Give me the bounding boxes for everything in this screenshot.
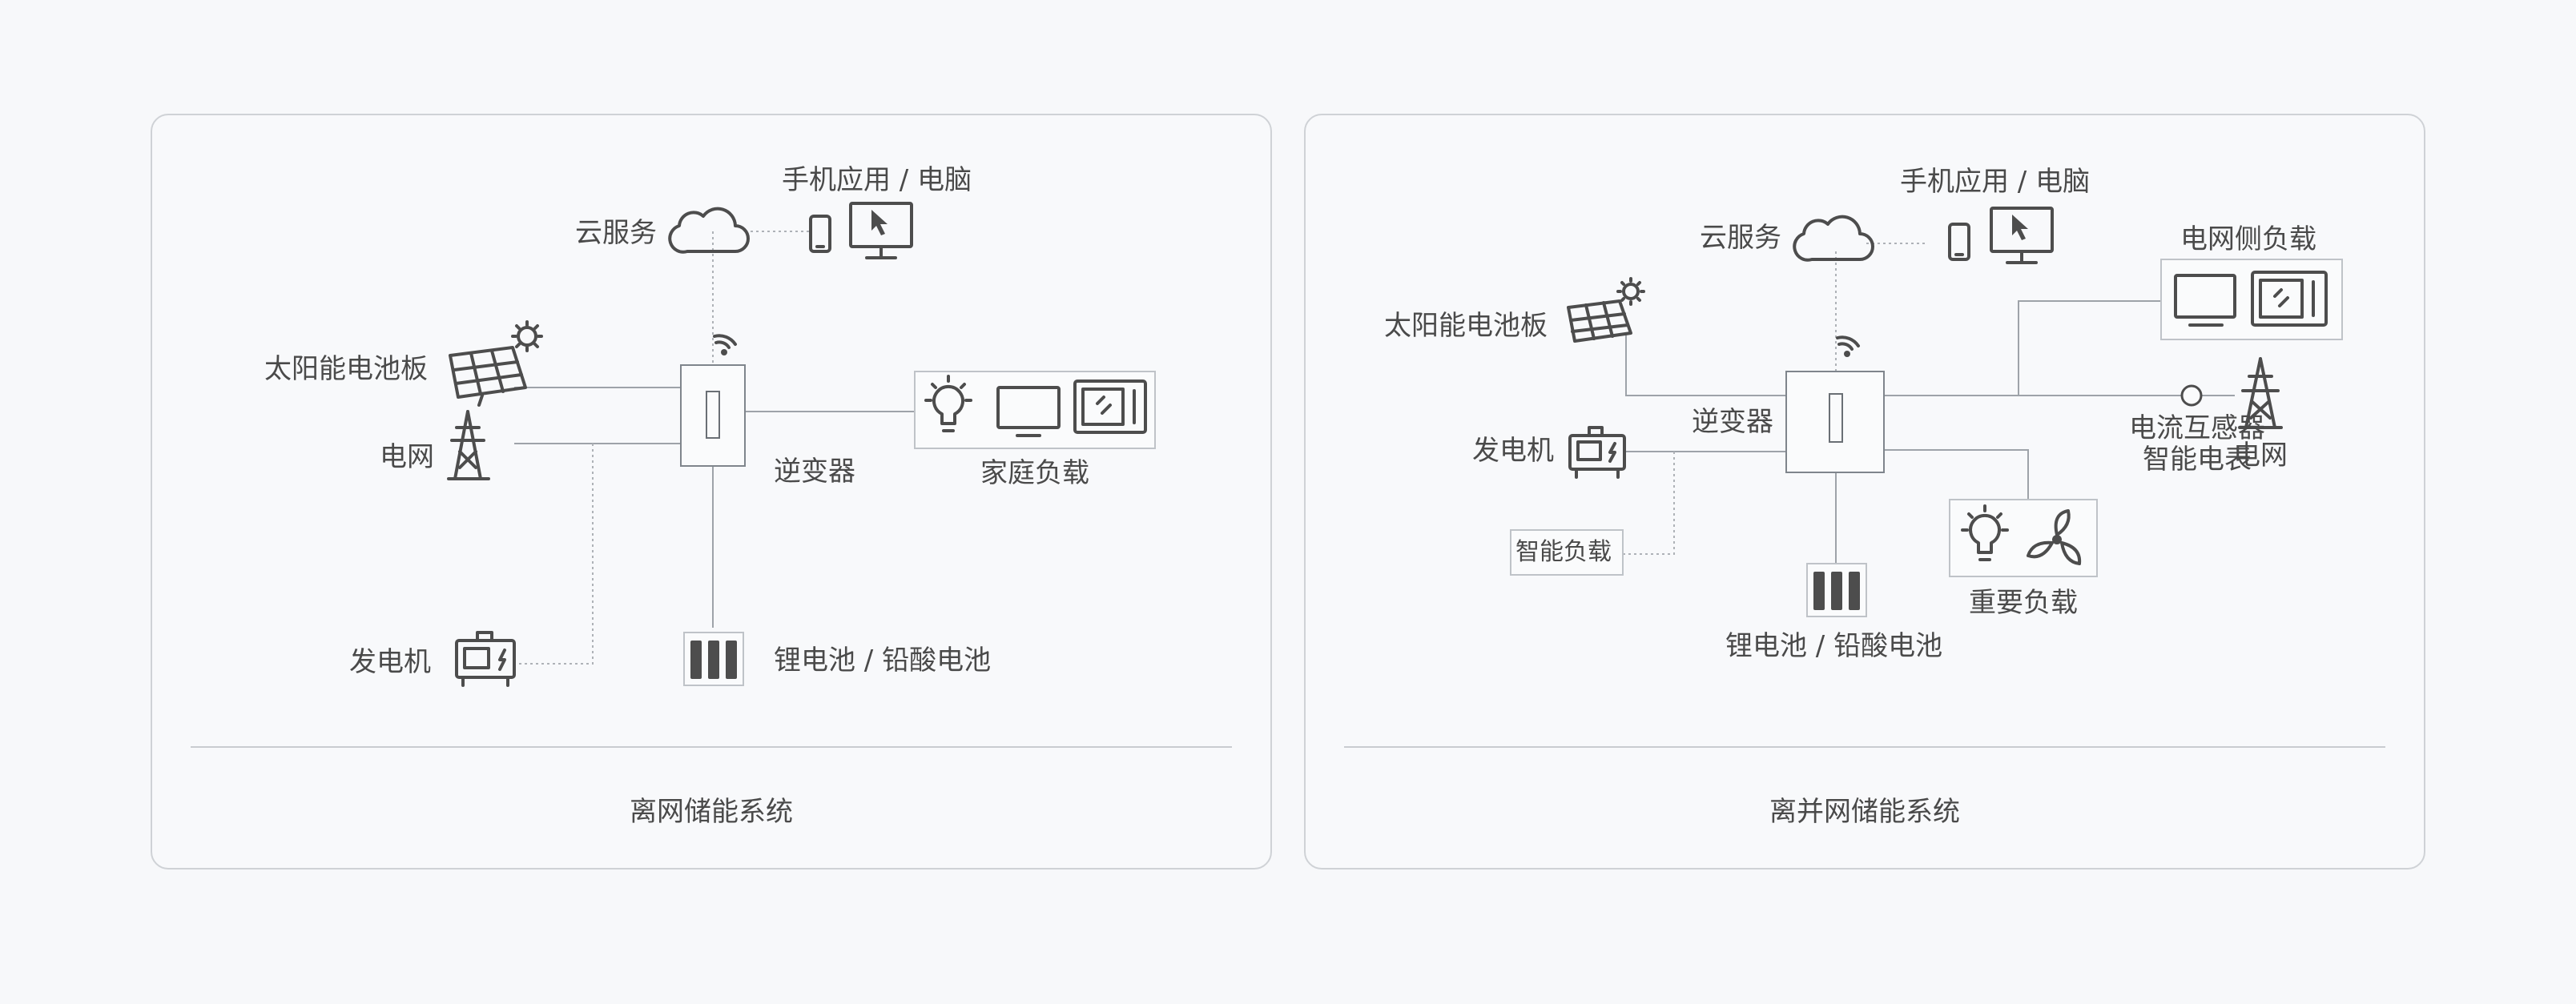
meter-label: 智能电表 [2143,444,2252,476]
microwave-icon [1073,380,1147,434]
battery-icon [1806,563,1867,617]
power-pylon-icon [2238,357,2283,429]
cloud-icon [668,207,750,254]
ct-meter-label: 电流互感器 智能电表 [2129,412,2265,476]
monitor-icon [1990,207,2054,264]
ct-label: 电流互感器 [2129,412,2265,444]
inverter-label: 逆变器 [1692,406,1773,438]
solar-label: 太阳能电池板 [1384,310,1548,342]
solar-line [1625,333,1786,396]
smart-load-label: 智能负载 [1515,538,1612,566]
off-grid-panel: 云服务 手机应用 / 电脑 太阳能电池板 电网 逆变器 家庭负载 发电机 锂电池… [151,114,1272,869]
home-load-label: 家庭负载 [980,457,1089,489]
smart-load-box [1510,529,1624,576]
critical-load-label: 重要负载 [1969,587,2078,619]
tv-icon [2174,274,2236,327]
solar-label: 太阳能电池板 [264,353,428,385]
cloud-label: 云服务 [575,217,657,249]
app-label: 手机应用 / 电脑 [782,164,972,196]
panel-title: 离并网储能系统 [1769,796,1960,828]
inverter-box [680,364,746,467]
generator-icon [1568,426,1626,479]
divider [191,746,1232,748]
microwave-icon [2251,271,2328,327]
battery-icon [683,632,744,686]
hybrid-panel: 云服务 手机应用 / 电脑 电网侧负载 太阳能电池板 发电机 逆变器 电流互感器… [1304,114,2425,869]
grid-side-load-label: 电网侧负载 [2180,223,2316,255]
monitor-icon [849,202,913,259]
generator-line [514,444,594,665]
phone-icon [809,215,831,253]
panel-title: 离网储能系统 [630,796,793,828]
current-transformer-icon [2180,384,2203,407]
wifi-icon [713,334,737,355]
off-grid-diagram [447,202,1156,687]
grid-label: 电网 [2233,440,2288,472]
generator-icon [455,631,516,687]
battery-label: 锂电池 / 铅酸电池 [1725,630,1943,662]
lightbulb-icon [1961,504,2009,561]
phone-icon [1948,223,1970,261]
wifi-icon [1836,335,1860,357]
critical-load-line [1884,449,2029,500]
inverter-box [1785,371,1885,473]
grid-label: 电网 [380,441,434,473]
generator-label: 发电机 [1472,435,1554,467]
generator-label: 发电机 [349,646,431,678]
battery-label: 锂电池 / 铅酸电池 [774,645,992,677]
inverter-label: 逆变器 [774,456,855,488]
smart-load-line [1623,452,1675,555]
solar-panel-icon [1567,299,1632,343]
lightbulb-icon [924,375,972,432]
divider [1344,746,2385,748]
hybrid-diagram [1510,207,2343,617]
tv-icon [996,386,1061,437]
power-pylon-icon [447,410,490,480]
cloud-label: 云服务 [1700,222,1781,254]
sun-icon [1616,277,1645,306]
sun-icon [511,320,543,352]
solar-panel-icon [449,346,527,407]
cloud-icon [1793,215,1874,262]
grid-side-load-line [2018,300,2161,396]
fan-icon [2027,509,2082,565]
app-label: 手机应用 / 电脑 [1900,166,2091,198]
